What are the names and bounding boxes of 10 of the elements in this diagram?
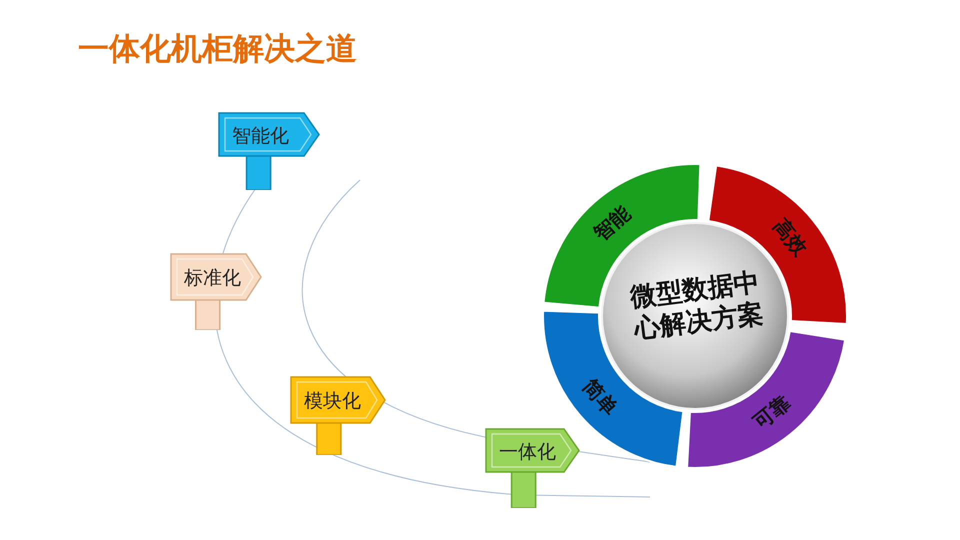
sign-label: 模块化 [304, 389, 361, 414]
segment-label: 简单 [576, 373, 623, 421]
sign-label: 智能化 [232, 124, 289, 148]
centre-label: 微型数据中心解决方案 [628, 266, 766, 346]
sign-label: 一体化 [499, 440, 556, 464]
title: 一体化机柜解决之道 [78, 30, 357, 69]
sign-label: 标准化 [184, 266, 241, 291]
segment-label: 可靠 [748, 390, 796, 436]
segment-label: 高效 [767, 214, 813, 262]
segment-label: 智能 [588, 200, 636, 247]
